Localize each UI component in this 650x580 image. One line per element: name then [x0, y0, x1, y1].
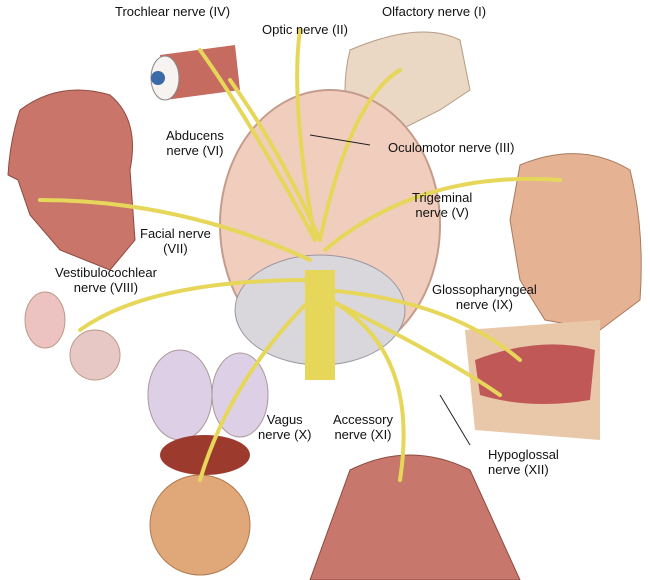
leader-lines: [309, 134, 471, 446]
label-line: Accessory: [333, 412, 393, 427]
label-line: nerve (XI): [334, 427, 392, 442]
tongue-illustration: [465, 320, 600, 440]
thoracic-abdominal-organs-illustration: [147, 349, 269, 576]
inner-ear-illustration: [24, 291, 121, 381]
label-oculomotor: Oculomotor nerve (III): [388, 140, 515, 155]
label-line: nerve (X): [258, 427, 312, 442]
head-right-illustration: [509, 153, 642, 331]
label-line: (VII): [163, 241, 188, 256]
label-line: Trigeminal: [412, 190, 473, 205]
label-trochlear: Trochlear nerve (IV): [115, 4, 231, 19]
face-muscles-illustration: [7, 89, 136, 271]
label-line: nerve (VIII): [73, 280, 139, 295]
neck-muscles-illustration: [309, 454, 521, 580]
label-facial: Facial nerve(VII): [140, 226, 211, 256]
label-optic: Optic nerve (II): [262, 22, 348, 37]
label-line: nerve (IX): [455, 297, 513, 312]
label-line: Hypoglossal: [488, 447, 559, 462]
label-line: nerve (VI): [166, 143, 224, 158]
eye-illustration: [150, 45, 240, 101]
label-line: Vestibulocochlear: [55, 265, 157, 280]
label-line: nerve (XII): [488, 462, 549, 477]
nerves: [38, 28, 562, 482]
label-line: Glossopharyngeal: [432, 282, 537, 297]
label-line: nerve (V): [415, 205, 469, 220]
label-line: Abducens: [166, 128, 224, 143]
label-line: Vagus: [266, 412, 303, 427]
label-line: Facial nerve: [140, 226, 211, 241]
label-olfactory: Olfactory nerve (I): [382, 4, 487, 19]
